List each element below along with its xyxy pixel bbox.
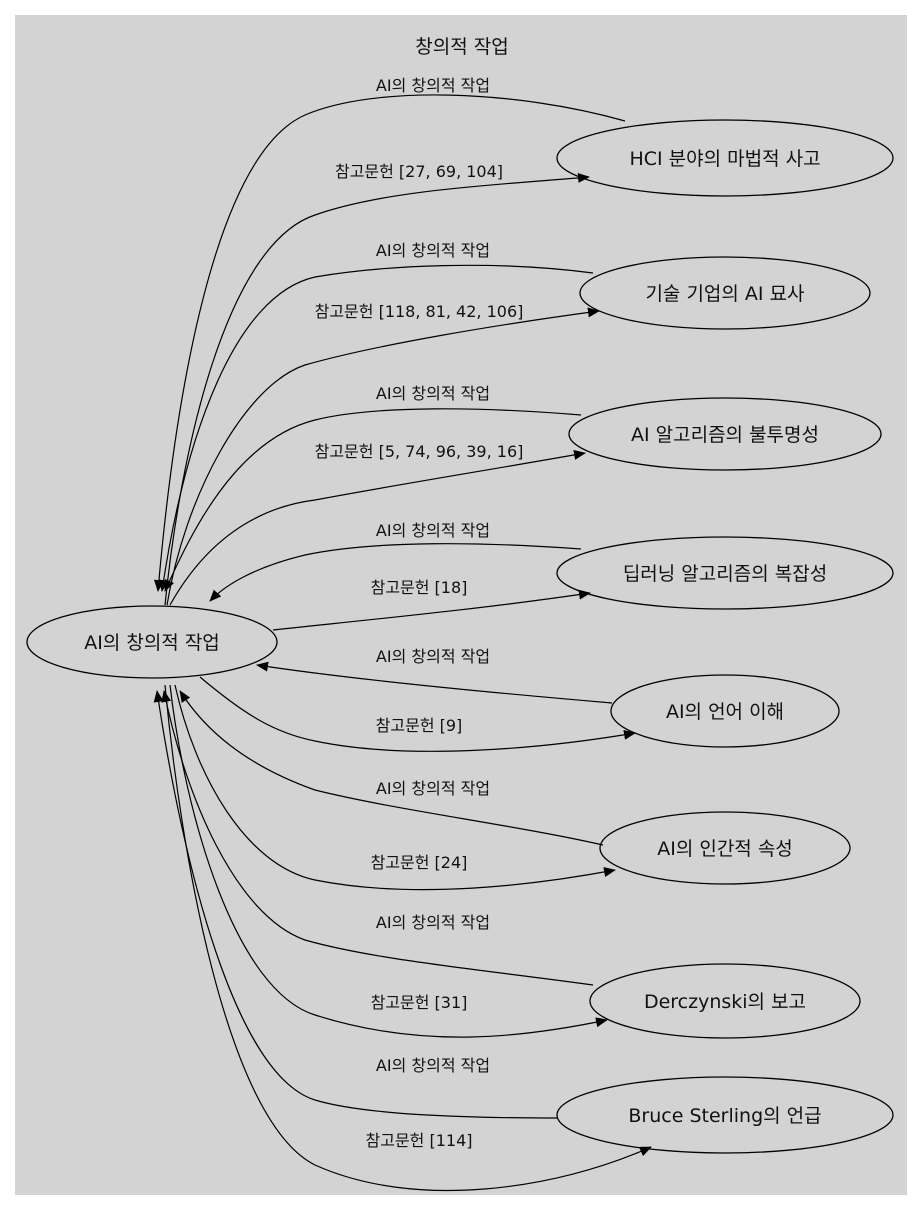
node-tech-label: 기술 기업의 AI 묘사 bbox=[645, 283, 804, 305]
node-sterling-label: Bruce Sterling의 언급 bbox=[628, 1105, 821, 1127]
edge-back-tech bbox=[158, 264, 594, 592]
edge-ref-derczynski bbox=[169, 684, 608, 1038]
node-ai-human-traits[interactable]: AI의 인간적 속성 bbox=[599, 811, 851, 885]
edge-back-deeplearning bbox=[209, 543, 582, 602]
diagram-svg: 창의적 작업 AI의 창의적 작업 AI의 창의적 작업 AI의 창의적 작업 … bbox=[15, 15, 907, 1195]
edge-back-language bbox=[256, 661, 613, 704]
node-center-label: AI의 창의적 작업 bbox=[84, 632, 220, 654]
node-opacity-label: AI 알고리즘의 불투명성 bbox=[631, 424, 819, 446]
edge-back-human bbox=[179, 690, 604, 846]
node-deeplearning-complexity[interactable]: 딥러닝 알고리즘의 복잡성 bbox=[556, 536, 894, 610]
edge-label-back-sterling: AI의 창의적 작업 bbox=[376, 1056, 490, 1075]
edge-ref-tech bbox=[166, 307, 600, 606]
edge-label-back-tech: AI의 창의적 작업 bbox=[376, 241, 490, 260]
edge-label-back-human: AI의 창의적 작업 bbox=[376, 779, 490, 798]
edge-label-back-opacity: AI의 창의적 작업 bbox=[376, 384, 490, 403]
edge-label-back-language: AI의 창의적 작업 bbox=[376, 647, 490, 666]
node-ai-language[interactable]: AI의 언어 이해 bbox=[610, 674, 840, 748]
node-hci-label: HCI 분야의 마법적 사고 bbox=[629, 148, 820, 170]
node-tech-company-ai[interactable]: 기술 기업의 AI 묘사 bbox=[579, 256, 871, 330]
edge-label-ref-deeplearning: 참고문헌 [18] bbox=[371, 578, 468, 597]
node-derczynski[interactable]: Derczynski의 보고 bbox=[589, 963, 861, 1039]
edge-ref-opacity bbox=[169, 450, 586, 606]
edge-label-ref-tech: 참고문헌 [118, 81, 42, 106] bbox=[315, 302, 524, 321]
edge-label-ref-hci: 참고문헌 [27, 69, 104] bbox=[335, 162, 503, 181]
edge-ref-human bbox=[174, 684, 616, 891]
node-derczynski-label: Derczynski의 보고 bbox=[644, 991, 806, 1013]
edge-label-back-hci: AI의 창의적 작업 bbox=[376, 76, 490, 95]
edge-ref-language bbox=[199, 676, 636, 752]
edge-label-ref-human: 참고문헌 [24] bbox=[371, 853, 468, 872]
edge-back-derczynski bbox=[161, 690, 594, 986]
edge-label-ref-language: 참고문헌 [9] bbox=[376, 716, 463, 735]
edge-back-hci bbox=[153, 94, 626, 592]
edge-label-back-derczynski: AI의 창의적 작업 bbox=[376, 913, 490, 932]
diagram-background bbox=[15, 15, 907, 1195]
edge-back-opacity bbox=[164, 408, 582, 592]
edge-label-back-deeplearning: AI의 창의적 작업 bbox=[376, 521, 490, 540]
node-hci-magical-thinking[interactable]: HCI 분야의 마법적 사고 bbox=[556, 119, 894, 197]
diagram-title: 창의적 작업 bbox=[415, 36, 508, 58]
node-human-label: AI의 인간적 속성 bbox=[657, 838, 793, 860]
node-language-label: AI의 언어 이해 bbox=[666, 701, 784, 723]
edge-ref-deeplearning bbox=[272, 589, 591, 631]
edge-label-ref-derczynski: 참고문헌 [31] bbox=[371, 993, 468, 1012]
diagram-canvas: 창의적 작업 AI의 창의적 작업 AI의 창의적 작업 AI의 창의적 작업 … bbox=[15, 15, 907, 1195]
edge-label-ref-sterling: 참고문헌 [114] bbox=[366, 1131, 473, 1150]
node-deeplearning-label: 딥러닝 알고리즘의 복잡성 bbox=[623, 563, 827, 585]
edge-back-sterling bbox=[153, 690, 559, 1119]
node-center[interactable]: AI의 창의적 작업 bbox=[26, 605, 278, 679]
edge-ref-hci bbox=[164, 172, 590, 606]
node-ai-opacity[interactable]: AI 알고리즘의 불투명성 bbox=[568, 397, 882, 471]
node-bruce-sterling[interactable]: Bruce Sterling의 언급 bbox=[556, 1076, 894, 1154]
edge-label-ref-opacity: 참고문헌 [5, 74, 96, 39, 16] bbox=[315, 442, 524, 461]
